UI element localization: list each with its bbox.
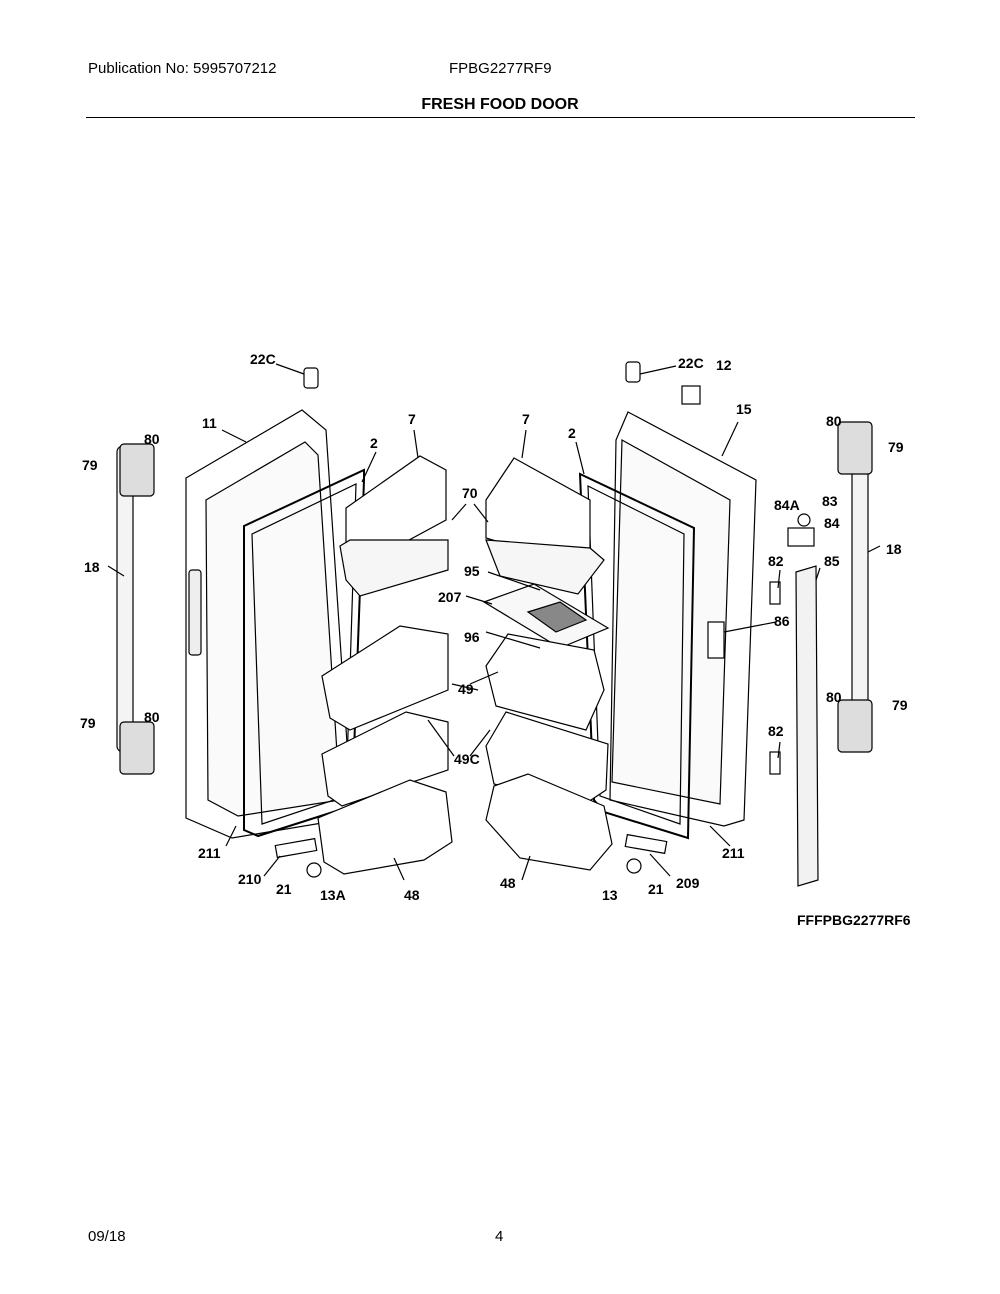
door-bin-left-49 <box>321 625 449 731</box>
right-door-handle <box>851 429 869 737</box>
callout-79-bottom-left: 79 <box>80 715 96 731</box>
callout-21-right: 21 <box>648 881 664 897</box>
callout-22c-right: 22C <box>678 355 704 371</box>
header-rule <box>86 117 915 118</box>
footer-date: 09/18 <box>88 1228 126 1245</box>
callout-96: 96 <box>464 629 480 645</box>
callout-2-right: 2 <box>568 425 576 441</box>
callout-7-left: 7 <box>408 411 416 427</box>
callout-82-bottom: 82 <box>768 723 784 739</box>
light-83 <box>797 513 811 527</box>
callout-84a: 84A <box>774 497 800 513</box>
label-12 <box>681 385 701 405</box>
housing-84 <box>787 527 815 547</box>
left-door-inner-panel <box>205 441 341 817</box>
bracket-82-bottom <box>769 751 781 775</box>
door-bin-left-49c <box>321 711 449 807</box>
callout-70: 70 <box>462 485 478 501</box>
callout-13a: 13A <box>320 887 346 903</box>
hinge-210 <box>274 837 318 859</box>
callout-80-bottom-right: 80 <box>826 689 842 705</box>
callout-80-bottom-left: 80 <box>144 709 160 725</box>
callout-18-right: 18 <box>886 541 902 557</box>
callout-49c: 49C <box>454 751 480 767</box>
side-trim-strip <box>795 565 819 887</box>
callout-82-top: 82 <box>768 553 784 569</box>
callout-83: 83 <box>822 493 838 509</box>
cap-22c-left <box>303 367 319 389</box>
callout-12: 12 <box>716 357 732 373</box>
door-bin-right-49 <box>485 633 605 731</box>
publication-number: Publication No: 5995707212 <box>88 60 277 77</box>
callout-80-top-left: 80 <box>144 431 160 447</box>
callout-13: 13 <box>602 887 618 903</box>
callout-2-left: 2 <box>370 435 378 451</box>
callout-85: 85 <box>824 553 840 569</box>
callout-79-bottom-right: 79 <box>892 697 908 713</box>
callout-79-top-left: 79 <box>82 457 98 473</box>
callout-211-left: 211 <box>198 845 221 861</box>
callout-95: 95 <box>464 563 480 579</box>
callout-18-left: 18 <box>84 559 100 575</box>
callout-21-left: 21 <box>276 881 292 897</box>
bottom-bin-right <box>485 773 613 871</box>
callout-49: 49 <box>458 681 474 697</box>
page-number: 4 <box>495 1228 504 1245</box>
right-door-inner-panel <box>611 438 731 805</box>
cap-22c-right <box>625 361 641 383</box>
callout-7-right: 7 <box>522 411 530 427</box>
callout-210: 210 <box>238 871 262 887</box>
hinge-209 <box>624 833 668 855</box>
callout-22c-left: 22C <box>250 351 276 367</box>
cam-13 <box>626 858 642 874</box>
callout-80-top-right: 80 <box>826 413 842 429</box>
callout-15: 15 <box>736 401 752 417</box>
cam-13a <box>306 862 322 878</box>
callout-211-right: 211 <box>722 845 745 861</box>
callout-207: 207 <box>438 589 462 605</box>
page-title: FRESH FOOD DOOR <box>421 96 579 113</box>
callout-86: 86 <box>774 613 790 629</box>
model-number: FPBG2277RF9 <box>449 60 552 77</box>
bottom-bin-left <box>317 779 453 875</box>
callout-209: 209 <box>676 875 700 891</box>
figure-code: FFFPBG2277RF6 <box>797 912 911 928</box>
switch-86 <box>707 621 725 659</box>
callout-48-right: 48 <box>500 875 516 891</box>
callout-79-top-right: 79 <box>888 439 904 455</box>
callout-48-left: 48 <box>404 887 420 903</box>
callout-11: 11 <box>202 415 217 431</box>
left-door-handle-recess <box>188 569 202 656</box>
bracket-82-top <box>769 581 781 605</box>
callout-84: 84 <box>824 515 840 531</box>
